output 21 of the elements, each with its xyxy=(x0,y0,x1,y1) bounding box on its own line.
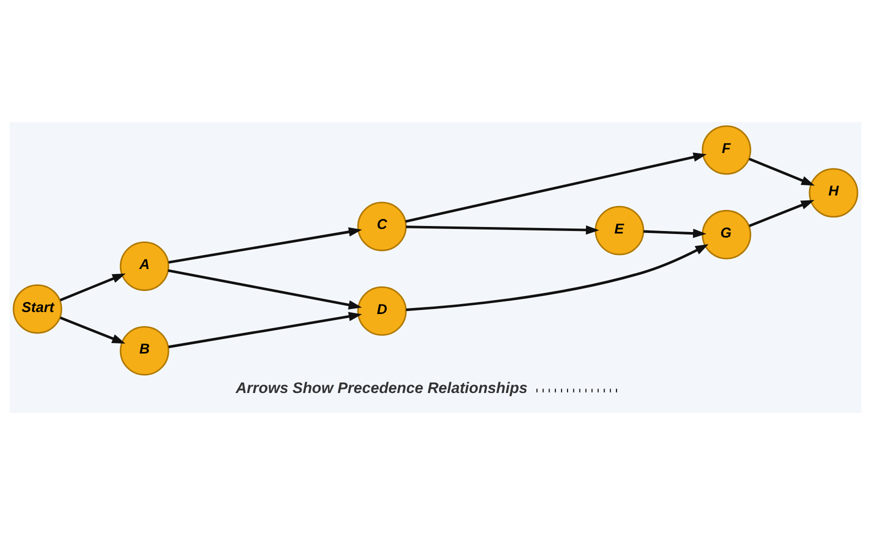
arrow xyxy=(60,316,126,344)
arrow xyxy=(406,244,709,312)
arrow xyxy=(643,228,706,238)
node-circle: H xyxy=(808,168,858,218)
arrow xyxy=(405,152,707,223)
node-circle: C xyxy=(357,202,407,252)
node-text: Arrows Show Precedence Relationships xyxy=(236,380,528,398)
arrow xyxy=(168,227,362,264)
arrow xyxy=(748,200,814,228)
node-circle: F xyxy=(702,125,752,175)
node-circle: D xyxy=(357,286,407,336)
arrow xyxy=(168,312,362,348)
node-circle: B xyxy=(120,326,170,376)
node-circle: A xyxy=(120,242,170,291)
arrow xyxy=(60,273,126,302)
arrow xyxy=(168,269,362,310)
node-circle: E xyxy=(594,206,644,256)
node-circle: G xyxy=(702,210,752,260)
arrow xyxy=(748,158,815,186)
node-circle: Start xyxy=(12,284,62,334)
arrow xyxy=(406,225,600,235)
